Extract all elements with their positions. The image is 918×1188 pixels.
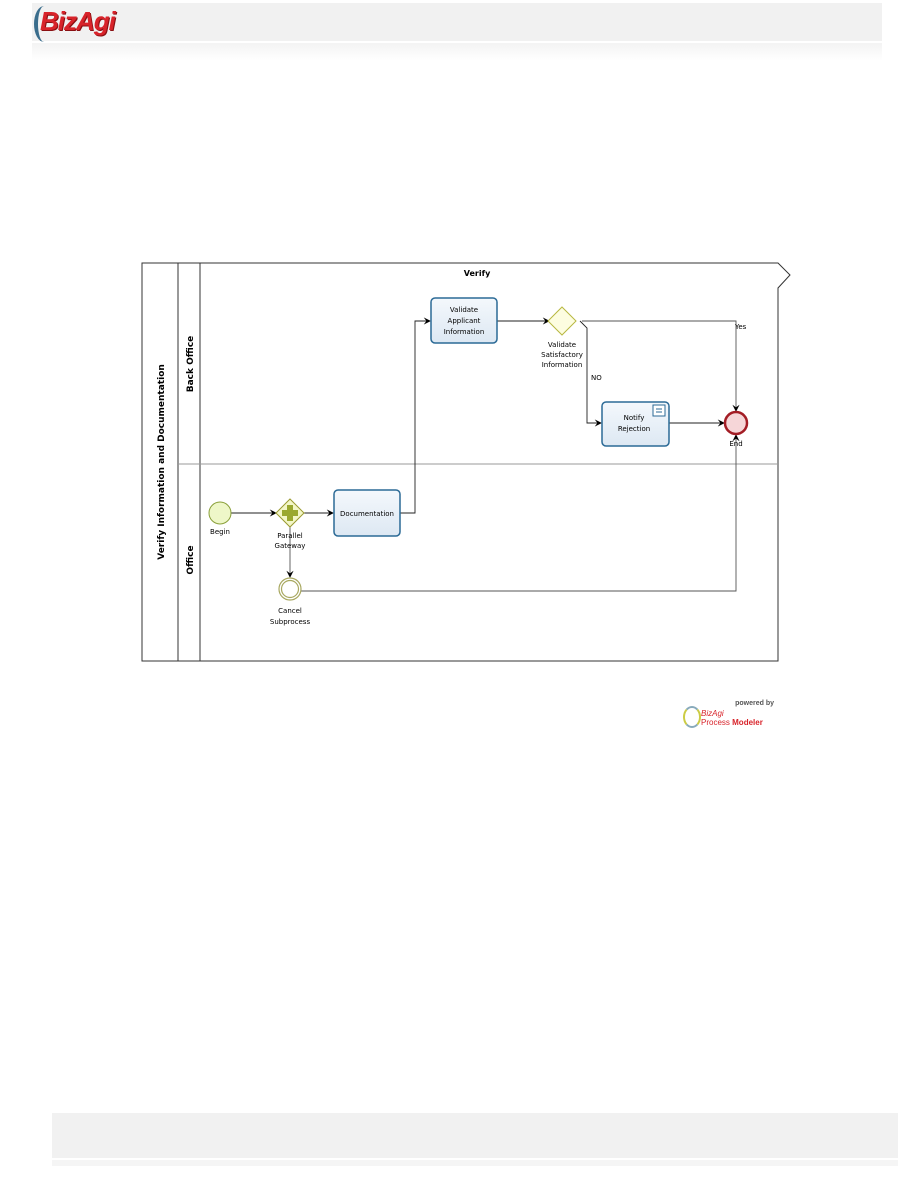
svg-text:Documentation: Documentation	[340, 510, 394, 518]
powered-by-logo: powered by BizAgi Process Modeler	[683, 700, 778, 730]
header-bar	[32, 3, 882, 41]
script-task-icon	[652, 404, 666, 417]
process-name: Verify	[464, 269, 491, 278]
flow-label-yes: Yes	[734, 323, 747, 331]
bizagi-modeler-icon	[683, 706, 701, 728]
lane-label-back-office: Back Office	[186, 336, 196, 393]
header-fade	[32, 43, 882, 61]
powered-by-brand: BizAgi	[701, 709, 724, 718]
task-documentation[interactable]: Documentation	[333, 489, 401, 537]
svg-text:End: End	[729, 440, 742, 448]
sequence-flows	[231, 317, 740, 592]
footer-line	[52, 1160, 898, 1166]
svg-text:Begin: Begin	[210, 528, 230, 536]
flow-label-no: NO	[591, 374, 602, 382]
powered-by-text: powered by	[735, 700, 774, 707]
start-event-begin[interactable]: Begin	[208, 501, 232, 536]
footer-bar	[52, 1113, 898, 1158]
logo-swoosh-icon	[34, 6, 54, 42]
product-word-1: Process	[701, 718, 730, 727]
pool-frame	[141, 262, 791, 662]
lane-label-office: Office	[186, 545, 196, 574]
plus-icon	[282, 505, 298, 521]
product-word-2: Modeler	[732, 718, 763, 727]
powered-by-product: Process Modeler	[701, 718, 763, 727]
bizagi-logo: BizAgi	[40, 6, 116, 36]
end-event[interactable]: End	[723, 410, 749, 448]
pool-label: Verify Information and Documentation	[157, 364, 167, 560]
